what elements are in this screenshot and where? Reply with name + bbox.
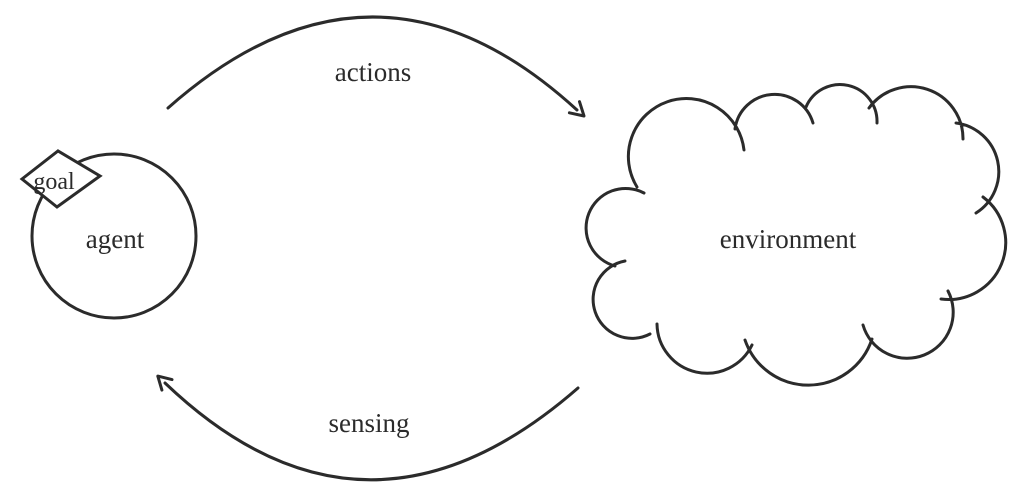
sensing-arrow-curve xyxy=(163,381,580,482)
actions-edge-label: actions xyxy=(335,57,411,87)
goal-diamond xyxy=(19,149,103,209)
goal-node: goal xyxy=(19,149,103,209)
goal-node-label: goal xyxy=(33,169,75,195)
actions-edge: actions xyxy=(166,15,586,118)
agent-node-label: agent xyxy=(86,224,145,254)
environment-node: environment xyxy=(584,83,1008,387)
sensing-arrowhead-icon xyxy=(156,374,174,392)
actions-arrowhead-icon xyxy=(567,100,586,118)
environment-cloud xyxy=(584,83,1008,387)
sensing-edge: sensing xyxy=(156,374,580,482)
environment-node-label: environment xyxy=(720,224,857,254)
sensing-edge-label: sensing xyxy=(329,408,410,438)
actions-arrow-curve xyxy=(166,15,579,112)
